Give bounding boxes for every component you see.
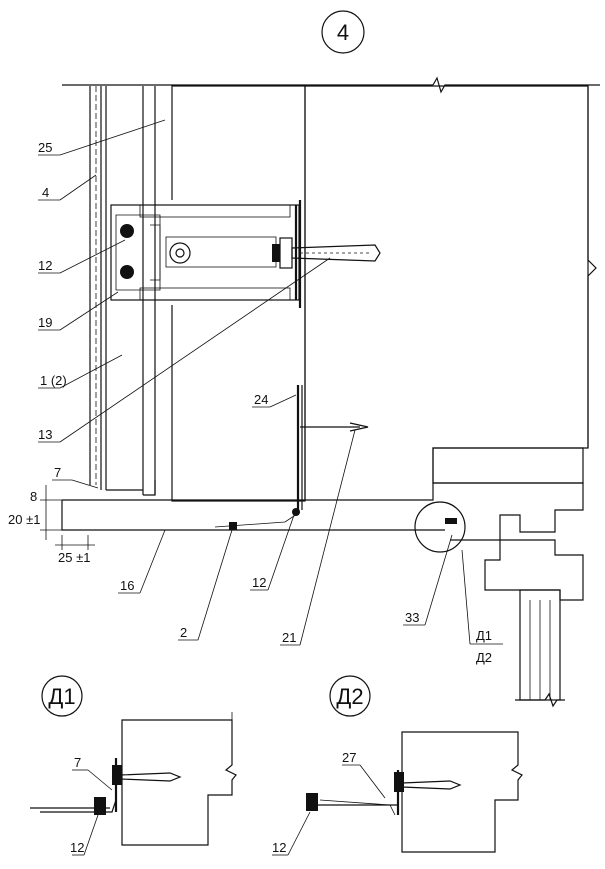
dimensions bbox=[40, 485, 95, 550]
d2-label-12: 12 bbox=[272, 840, 286, 855]
label-7: 7 bbox=[54, 465, 61, 480]
insulation-layer bbox=[150, 85, 306, 502]
d1-label-12: 12 bbox=[70, 840, 84, 855]
label-21: 21 bbox=[282, 630, 296, 645]
label-12-lower: 12 bbox=[252, 575, 266, 590]
label-12: 12 bbox=[38, 258, 52, 273]
bracket-assembly bbox=[110, 200, 381, 308]
label-1-2: 1 (2) bbox=[40, 373, 67, 388]
label-25: 25 bbox=[38, 140, 52, 155]
insulation-anchor bbox=[292, 385, 369, 516]
label-24: 24 bbox=[254, 392, 268, 407]
detail-number: 4 bbox=[337, 20, 349, 45]
leader-lines bbox=[38, 119, 503, 646]
detail-d2: Д2 27 12 bbox=[272, 675, 523, 856]
sill-flashing bbox=[61, 499, 466, 553]
label-33: 33 bbox=[405, 610, 419, 625]
label-16: 16 bbox=[120, 578, 134, 593]
dimension-20: 20 ±1 bbox=[8, 512, 40, 527]
label-2: 2 bbox=[180, 625, 187, 640]
concrete-wall bbox=[304, 85, 597, 501]
label-19: 19 bbox=[38, 315, 52, 330]
dimension-25: 25 ±1 bbox=[58, 550, 90, 565]
dimension-8: 8 bbox=[30, 489, 37, 504]
detail-d2-title: Д2 bbox=[336, 684, 363, 709]
detail-d1: Д1 7 12 bbox=[30, 675, 237, 856]
window-frame bbox=[432, 447, 584, 708]
top-break-line bbox=[62, 76, 600, 94]
detail-d1-title: Д1 bbox=[48, 684, 75, 709]
rivet bbox=[120, 224, 134, 238]
d1-label-7: 7 bbox=[74, 755, 81, 770]
facade-panel bbox=[89, 86, 156, 496]
label-13: 13 bbox=[38, 427, 52, 442]
label-d1: Д1 bbox=[476, 628, 492, 643]
label-4: 4 bbox=[42, 185, 49, 200]
detail-number-marker: 4 bbox=[321, 10, 365, 54]
rivet bbox=[120, 265, 134, 279]
label-d2: Д2 bbox=[476, 650, 492, 665]
d2-label-27: 27 bbox=[342, 750, 356, 765]
